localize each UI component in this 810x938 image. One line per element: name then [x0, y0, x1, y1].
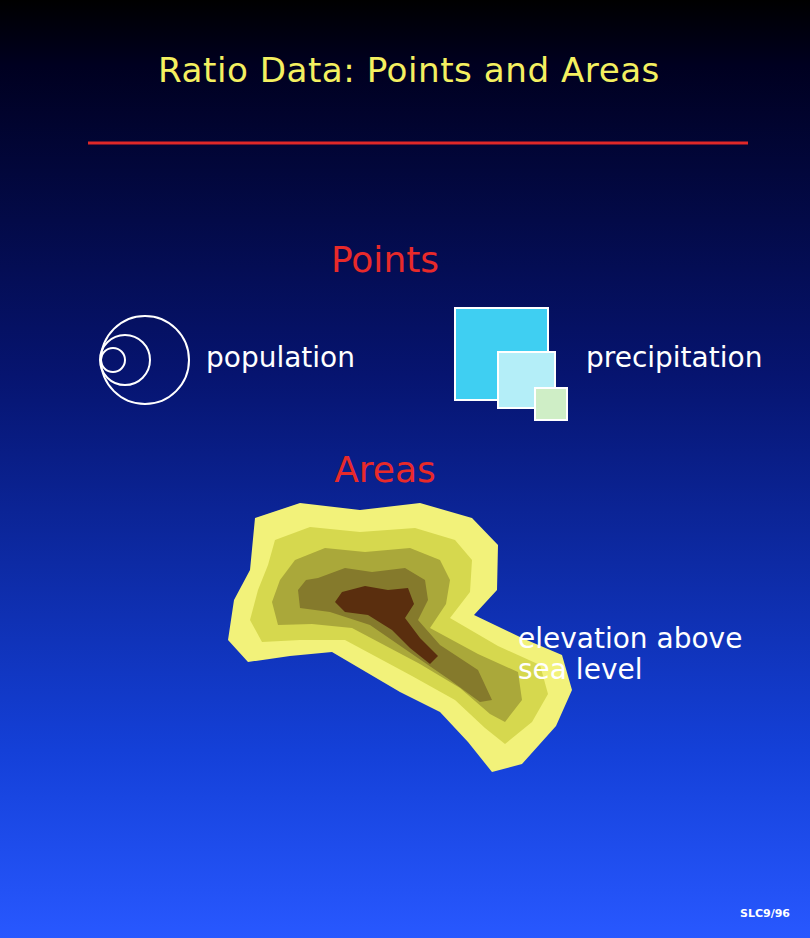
symbol-label: population: [206, 343, 355, 374]
proportional-circles: [100, 316, 189, 404]
section-heading: Points: [0, 240, 770, 280]
symbol-label: precipitation: [586, 343, 762, 374]
proportional-squares: [455, 308, 567, 420]
slide-title: Ratio Data: Points and Areas: [4, 52, 810, 90]
slide-code: SLC9/96: [740, 908, 790, 920]
section-heading: Areas: [0, 450, 770, 490]
title-underline: [88, 142, 748, 145]
map-label: elevation above sea level: [518, 624, 798, 686]
